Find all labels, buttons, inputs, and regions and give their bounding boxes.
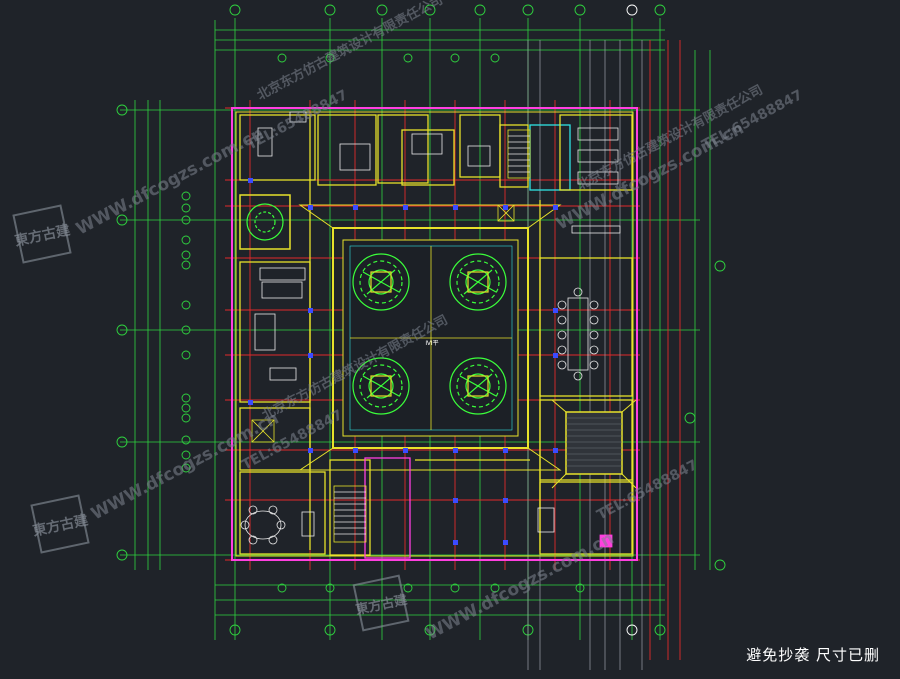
courtyard-center-label: ⅣⅠ平 <box>425 340 438 347</box>
columns <box>248 178 558 545</box>
tree-icon <box>352 357 410 415</box>
tree-icon <box>352 253 410 311</box>
furniture <box>240 111 621 548</box>
staircases <box>333 129 531 543</box>
axis-bubbles <box>116 4 726 636</box>
courtyard-trees <box>239 194 507 415</box>
tree-icon <box>449 357 507 415</box>
tree-icon <box>449 253 507 311</box>
hatched-room <box>551 399 637 489</box>
building-outline <box>231 107 638 561</box>
left-axis-markers <box>181 191 191 473</box>
interior-walls <box>239 114 633 559</box>
caption-notice: 避免抄袭 尺寸已删 <box>746 646 880 664</box>
tree-icon <box>239 194 291 250</box>
